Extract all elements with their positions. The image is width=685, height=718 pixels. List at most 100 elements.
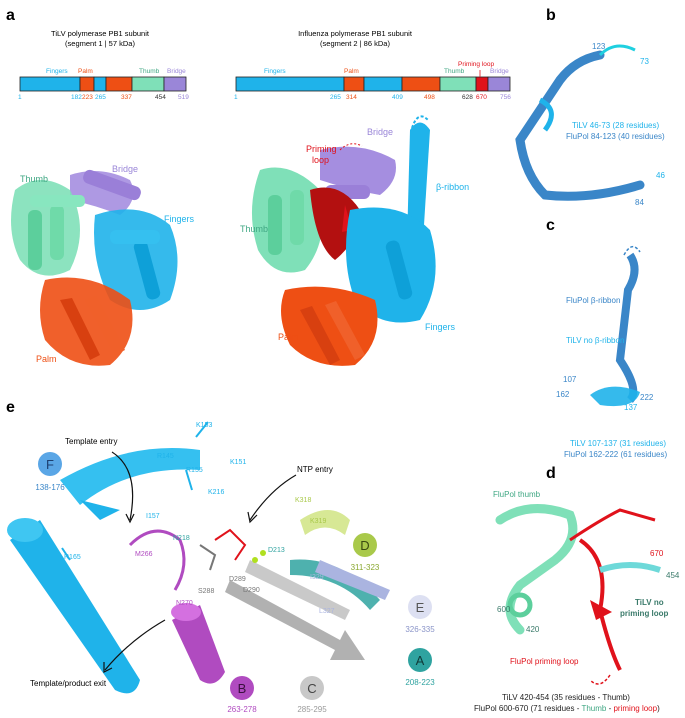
flu-bribbon-struct-label: β-ribbon	[436, 182, 469, 192]
svg-text:756: 756	[500, 94, 511, 101]
svg-text:C: C	[307, 681, 316, 696]
svg-text:D: D	[360, 538, 369, 553]
flu-bridge-struct-label: Bridge	[367, 127, 393, 137]
svg-text:311-323: 311-323	[351, 563, 380, 572]
panel-d-r670: 670	[650, 549, 664, 558]
panel-label-b: b	[546, 7, 556, 24]
svg-text:R155: R155	[186, 467, 203, 474]
panel-c-tilv: TiLV 107-137 (31 residues)	[570, 439, 666, 448]
panel-b-structure	[515, 44, 645, 201]
svg-text:D290: D290	[243, 587, 260, 594]
panel-c-r107: 107	[563, 375, 577, 384]
svg-text:A: A	[416, 653, 425, 668]
panel-d-caption1: TiLV 420-454 (35 residues - Thumb)	[502, 693, 630, 702]
flu-palm-struct-label: Palm	[278, 332, 299, 342]
panel-c-r137: 137	[624, 403, 638, 412]
tilv-palm-struct-label: Palm	[36, 354, 57, 364]
svg-text:265: 265	[330, 94, 341, 101]
svg-text:D213: D213	[268, 547, 285, 554]
svg-text:454: 454	[155, 94, 166, 101]
svg-text:R165: R165	[64, 554, 81, 561]
panel-e-motif-C: C 285-295	[297, 676, 327, 714]
panel-e-residues: K153 R145 R155 K151 K216 I157 N218 M266 …	[64, 422, 335, 615]
panel-d-flu-priming: FluPol priming loop	[510, 657, 579, 666]
panel-c-tilv-label: TiLV no β-ribbon	[566, 336, 624, 345]
svg-text:B: B	[238, 681, 247, 696]
panel-label-c: c	[546, 217, 555, 234]
panel-e-motif-F: F 138-176	[35, 452, 65, 492]
svg-text:K319: K319	[310, 518, 326, 525]
svg-text:670: 670	[476, 94, 487, 101]
panel-label-e: e	[6, 399, 15, 416]
flu-structure	[251, 115, 436, 366]
flu-fingers-struct-label: Fingers	[425, 322, 456, 332]
panel-d-r600: 600	[497, 605, 511, 614]
svg-text:K318: K318	[295, 497, 311, 504]
flu-priming-label: Priming loop	[458, 61, 495, 68]
svg-text:I157: I157	[146, 513, 160, 520]
tilv-tick-labels: 1 182 223 265 337 454 519	[18, 94, 189, 101]
svg-text:263-278: 263-278	[227, 705, 257, 714]
tilv-fingers-label: Fingers	[46, 68, 68, 75]
panel-d-flu-thumb: FluPol thumb	[493, 490, 541, 499]
panel-b-r123: 123	[592, 42, 606, 51]
panel-d-r420: 420	[526, 625, 540, 634]
panel-label-a: a	[6, 7, 15, 24]
panel-e-template-entry: Template entry	[65, 437, 117, 446]
svg-text:498: 498	[424, 94, 435, 101]
svg-text:182: 182	[71, 94, 82, 101]
tilv-thumb-struct-label: Thumb	[20, 174, 48, 184]
panel-b-tilv: TiLV 46-73 (28 residues)	[572, 121, 659, 130]
svg-text:409: 409	[392, 94, 403, 101]
svg-text:K153: K153	[196, 422, 212, 429]
svg-text:337: 337	[121, 94, 132, 101]
flu-palm-label: Palm	[344, 68, 359, 75]
svg-text:K151: K151	[230, 459, 246, 466]
svg-text:519: 519	[178, 94, 189, 101]
flu-bridge-label: Bridge	[490, 68, 509, 75]
svg-text:314: 314	[346, 94, 357, 101]
flu-thumb-label: Thumb	[444, 68, 465, 75]
tilv-bar-subtitle: (segment 1 | 57 kDa)	[65, 39, 135, 48]
svg-text:N218: N218	[173, 535, 190, 542]
svg-text:M266: M266	[135, 551, 153, 558]
panel-d-r454: 454	[666, 571, 680, 580]
svg-text:N270: N270	[176, 600, 193, 607]
tilv-thumb-label: Thumb	[139, 68, 160, 75]
svg-text:L327: L327	[319, 608, 335, 615]
svg-text:223: 223	[82, 94, 93, 101]
flu-priming-struct-label2: loop	[312, 155, 329, 165]
flu-priming-struct-label: Priming	[306, 144, 337, 154]
svg-text:138-176: 138-176	[35, 483, 65, 492]
panel-b-r84: 84	[635, 198, 644, 207]
tilv-structure	[11, 169, 178, 366]
panel-d-tilv-no: TiLV no	[635, 598, 664, 607]
svg-text:265: 265	[95, 94, 106, 101]
flu-tick-labels: 1 265 314 409 498 628 670 756	[234, 94, 511, 101]
svg-text:K216: K216	[208, 489, 224, 496]
panel-d-caption2: FluPol 600-670 (71 residues - Thumb - pr…	[474, 704, 660, 713]
svg-text:D289: D289	[229, 576, 246, 583]
panel-e-motif-E: E 326-335	[405, 595, 435, 634]
panel-c-r162: 162	[556, 390, 570, 399]
tilv-domain-bar	[19, 76, 187, 92]
panel-e-motif-D: D 311-323	[351, 533, 380, 572]
panel-d-priming-loop: priming loop	[620, 609, 669, 618]
svg-text:628: 628	[462, 94, 473, 101]
panel-e-motif-B: B 263-278	[227, 676, 257, 714]
svg-text:I329: I329	[310, 574, 324, 581]
panel-e-template-exit: Template/product exit	[30, 679, 107, 688]
panel-e-structure	[7, 421, 390, 694]
svg-text:R145: R145	[157, 453, 174, 460]
tilv-bridge-struct-label: Bridge	[112, 164, 138, 174]
flu-bar-subtitle: (segment 2 | 86 kDa)	[320, 39, 390, 48]
svg-text:326-335: 326-335	[405, 625, 435, 634]
panel-c-structure	[590, 246, 641, 407]
panel-d-structure	[495, 504, 661, 685]
panel-b-r73: 73	[640, 57, 649, 66]
panel-c-flu: FluPol 162-222 (61 residues)	[564, 450, 668, 459]
panel-c-flu-label: FluPol β-ribbon	[566, 296, 620, 305]
tilv-bar-title: TiLV polymerase PB1 subunit	[51, 29, 150, 38]
panel-label-d: d	[546, 465, 556, 482]
